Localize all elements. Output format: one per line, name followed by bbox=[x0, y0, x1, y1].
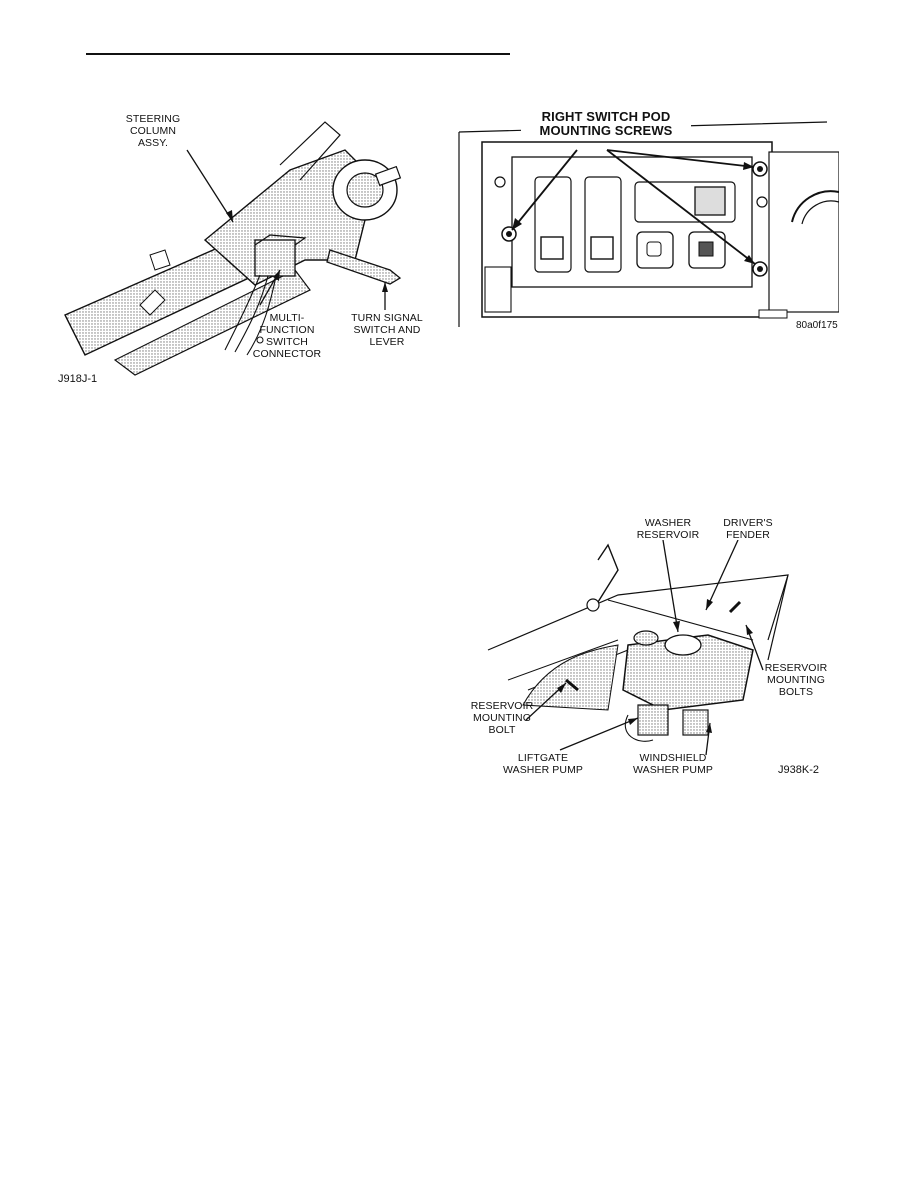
label-drivers-fender: DRIVER'S FENDER bbox=[723, 517, 773, 541]
header-rule bbox=[86, 53, 510, 55]
washer-reservoir-illustration bbox=[487, 540, 789, 756]
label-turn-signal-switch: TURN SIGNAL SWITCH AND LEVER bbox=[351, 312, 423, 348]
label-liftgate-washer-pump: LIFTGATE WASHER PUMP bbox=[502, 752, 584, 776]
figure-washer-reservoir bbox=[468, 540, 838, 780]
figure-code-j918j: J918J-1 bbox=[58, 373, 98, 385]
switch-pod-illustration bbox=[458, 121, 839, 327]
label-reservoir-mounting-bolts: RESERVOIR MOUNTING BOLTS bbox=[764, 662, 828, 698]
figure-switch-pod bbox=[457, 112, 839, 342]
label-windshield-washer-pump: WINDSHIELD WASHER PUMP bbox=[632, 752, 714, 776]
label-multi-function-switch-connector: MULTI- FUNCTION SWITCH CONNECTOR bbox=[252, 312, 322, 360]
figure-code-80a0f175: 80a0f175 bbox=[796, 320, 838, 331]
label-washer-reservoir: WASHER RESERVOIR bbox=[636, 517, 700, 541]
figure-steering-column bbox=[55, 110, 435, 390]
label-reservoir-mounting-bolt: RESERVOIR MOUNTING BOLT bbox=[470, 700, 534, 736]
label-steering-column: STEERING COLUMN ASSY. bbox=[125, 113, 181, 149]
figure-code-j938k: J938K-2 bbox=[778, 764, 819, 776]
steering-column-illustration bbox=[64, 121, 402, 376]
label-right-switch-pod-screws: RIGHT SWITCH POD MOUNTING SCREWS bbox=[521, 110, 691, 138]
